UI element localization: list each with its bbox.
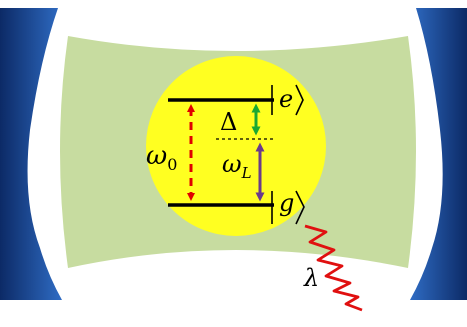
right-mirror <box>410 8 467 300</box>
left-mirror <box>0 8 62 300</box>
delta-label: Δ <box>220 108 237 136</box>
wavelength-label: λ <box>303 264 319 292</box>
svg-text:e: e <box>279 85 293 113</box>
svg-text:g: g <box>279 189 294 217</box>
ground-state-ket: g <box>271 189 305 225</box>
omega-laser-label: ωL <box>222 150 252 182</box>
atom <box>146 56 326 236</box>
photon-wave <box>304 224 363 312</box>
omega-zero-label: ω0 <box>146 141 177 174</box>
excited-state-ket: e <box>271 84 304 116</box>
